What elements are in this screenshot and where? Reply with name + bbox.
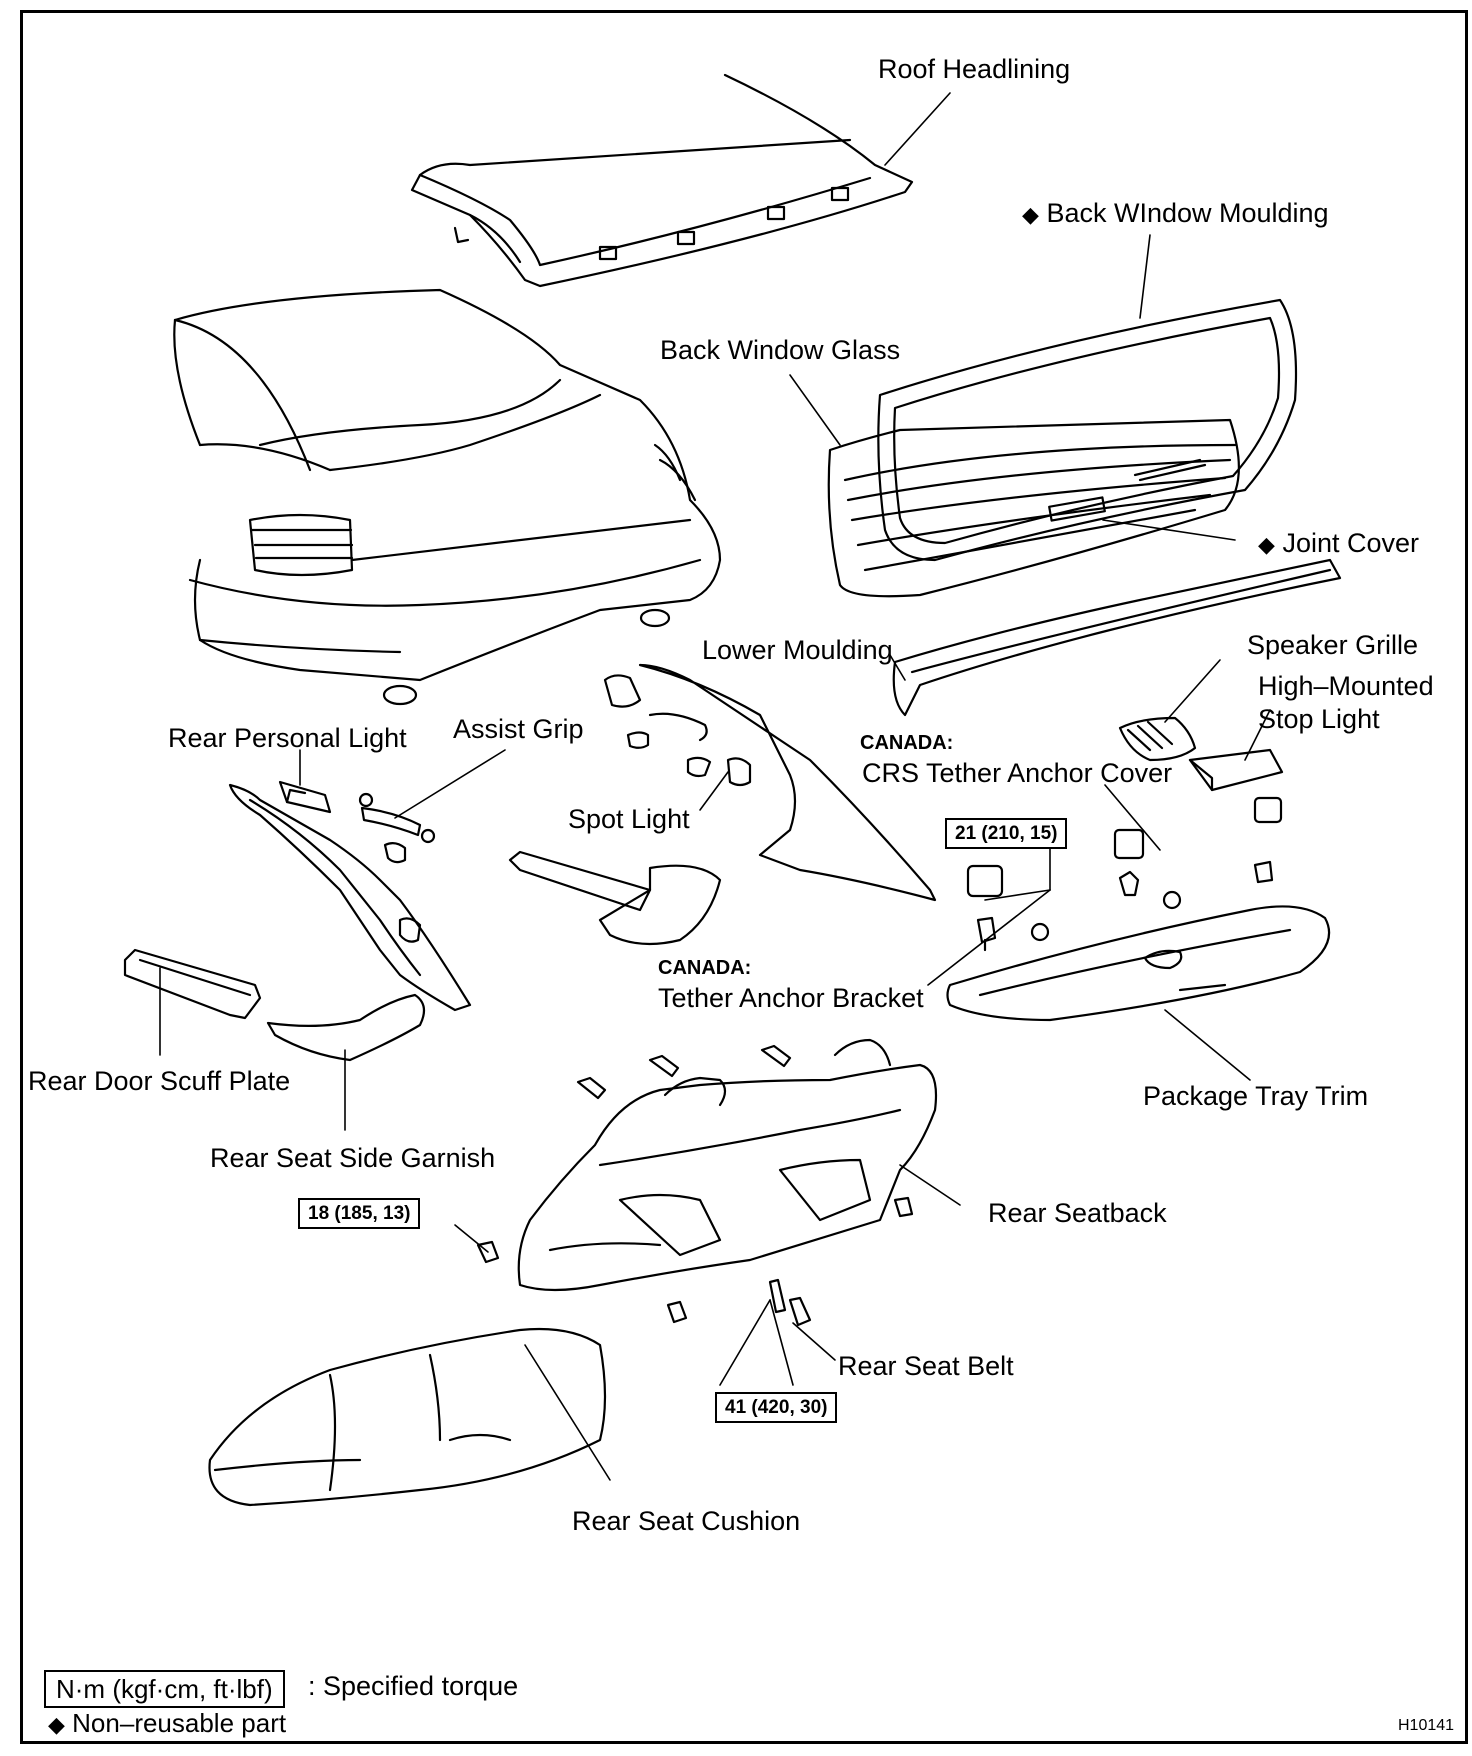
car-body-outline bbox=[173, 288, 722, 706]
rear-seat-side-garnish-part bbox=[266, 993, 426, 1062]
roof-headlining-part bbox=[410, 73, 914, 288]
torque-spec-18: 18 (185, 13) bbox=[298, 1198, 421, 1229]
rear-seat-side-garnish-label: Rear Seat Side Garnish bbox=[210, 1143, 496, 1173]
speaker-grille-part bbox=[1118, 716, 1197, 762]
legend-torque-text: : Specified torque bbox=[308, 1671, 519, 1701]
lower-moulding-label: Lower Moulding bbox=[702, 635, 893, 665]
nonreusable-diamond-icon: ◆ bbox=[1022, 202, 1039, 227]
rear-seat-cushion-label: Rear Seat Cushion bbox=[572, 1506, 801, 1536]
rear-door-scuff-plate-label: Rear Door Scuff Plate bbox=[28, 1066, 291, 1096]
roof-headlining-label: Roof Headlining bbox=[878, 54, 1071, 84]
rear-personal-light-label: Rear Personal Light bbox=[168, 723, 407, 753]
side-garnish-lower-part bbox=[508, 850, 722, 946]
rear-seat-cushion-part bbox=[208, 1327, 607, 1507]
back-window-glass-part bbox=[827, 418, 1240, 598]
rear-seat-belt-label: Rear Seat Belt bbox=[838, 1351, 1014, 1381]
back-window-moulding-part bbox=[877, 298, 1298, 562]
rear-seatback-part bbox=[517, 1038, 938, 1292]
package-tray-trim-part bbox=[946, 905, 1331, 1022]
legend-nonreusable: ◆ Non–reusable part bbox=[48, 1710, 286, 1736]
legend-nonreusable-text: Non–reusable part bbox=[72, 1708, 287, 1738]
rear-seatback-label: Rear Seatback bbox=[988, 1198, 1167, 1228]
left-quarter-trim-part bbox=[228, 783, 472, 1012]
spot-light-label: Spot Light bbox=[568, 804, 690, 834]
clip-parts bbox=[966, 796, 1283, 952]
tether-anchor-bracket-label: Tether Anchor Bracket bbox=[658, 983, 924, 1013]
nonreusable-diamond-icon: ◆ bbox=[1258, 532, 1275, 557]
legend-torque-box: N·m (kgf·cm, ft·lbf) bbox=[44, 1670, 285, 1708]
assist-grip-label: Assist Grip bbox=[453, 714, 584, 744]
back-window-moulding-text: Back WIndow Moulding bbox=[1046, 198, 1329, 228]
back-window-glass-label: Back Window Glass bbox=[660, 335, 901, 365]
nonreusable-diamond-icon: ◆ bbox=[48, 1712, 65, 1737]
rear-seat-belt-part bbox=[768, 1278, 812, 1327]
leader-lines bbox=[159, 92, 1271, 1481]
high-mounted-label-line1: High–Mounted bbox=[1258, 671, 1434, 701]
high-mounted-stop-light-part bbox=[1188, 748, 1284, 792]
canada-label-1: CANADA: bbox=[860, 732, 954, 754]
speaker-grille-label: Speaker Grille bbox=[1247, 630, 1419, 660]
assist-grip-part bbox=[358, 792, 436, 844]
torque-spec-21: 21 (210, 15) bbox=[945, 818, 1068, 849]
canada-label-2: CANADA: bbox=[658, 957, 752, 979]
rear-personal-light-part bbox=[278, 780, 332, 814]
torque-spec-41: 41 (420, 30) bbox=[715, 1392, 838, 1423]
figure-code: H10141 bbox=[1398, 1717, 1455, 1734]
crs-tether-anchor-cover-label: CRS Tether Anchor Cover bbox=[862, 758, 1173, 788]
diagram-frame bbox=[20, 10, 1468, 1744]
lower-moulding-part bbox=[892, 558, 1342, 717]
bolt-parts bbox=[476, 1044, 914, 1324]
stop-light-label-line2: Stop Light bbox=[1258, 704, 1380, 734]
back-window-moulding-label: ◆ Back WIndow Moulding bbox=[1022, 200, 1329, 227]
joint-cover-label: ◆ Joint Cover bbox=[1258, 530, 1419, 557]
rear-door-scuff-plate-part bbox=[123, 948, 262, 1020]
roof-side-inner-garnish-part bbox=[603, 663, 937, 902]
joint-cover-text: Joint Cover bbox=[1282, 528, 1419, 558]
package-tray-trim-label: Package Tray Trim bbox=[1143, 1081, 1369, 1111]
